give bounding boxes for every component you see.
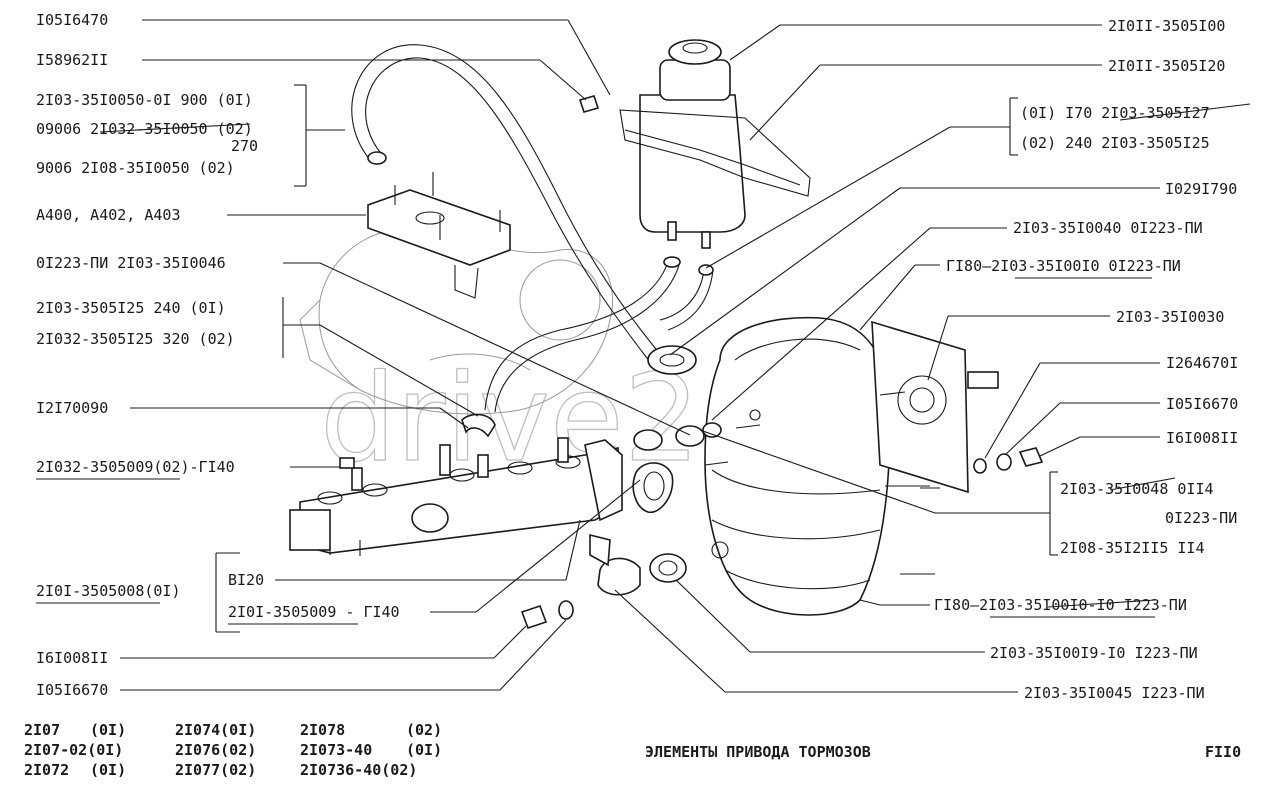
label-clamp: I2I70090 <box>36 399 108 417</box>
model-r2-c5: (0I) <box>406 741 442 759</box>
model-r3-c1: 2I072 <box>24 761 69 779</box>
diagram-caption: ЭЛЕМЕНТЫ ПРИВОДА ТОРМОЗОВ <box>645 743 871 761</box>
small-parts <box>461 95 1044 630</box>
label-filter-b: 09006 2I032-35I0050 (02) <box>36 120 253 138</box>
model-r1-c4: 2I078 <box>300 721 345 739</box>
label-washer-right: I05I6670 <box>1166 395 1238 413</box>
brake-booster <box>704 316 999 616</box>
label-I029I790: I029I790 <box>1165 180 1237 198</box>
label-filter-c: 270 <box>231 137 258 155</box>
label-gi80: ГI80—2I03-35I00I0 0I223-ПИ <box>946 257 1181 275</box>
strike-marks <box>99 103 1251 608</box>
model-r3-c2: (0I) <box>90 761 126 779</box>
master-cylinder <box>289 437 623 556</box>
model-r1-c3: 2I074(0I) <box>175 721 256 739</box>
right-labels: 2I0II-3505I00 2I0II-3505I20 (0I) I70 2I0… <box>934 17 1238 702</box>
page-number: FII0 <box>1205 743 1241 761</box>
label-I264670I: I264670I <box>1166 354 1238 372</box>
fluid-reservoir <box>619 39 811 249</box>
left-labels: I05I6470 I58962II 2I03-35I0050-0I 900 (0… <box>36 11 400 699</box>
label-I05I6470: I05I6470 <box>36 11 108 29</box>
label-seal-b: 0I223-ПИ <box>1165 509 1237 527</box>
label-mc-02: 2I032-3505009(02)-ГI40 <box>36 458 235 476</box>
footer-models: 2I07 (0I) 2I074(0I) 2I078 (02) 2I07-02(0… <box>24 721 442 779</box>
label-gi80b: ГI80—2I03-35I00I0-I0 I223-ПИ <box>934 596 1187 614</box>
model-r2-c1: 2I07-02(0I) <box>24 741 123 759</box>
label-seal-a: 2I03-35I0048 0II4 <box>1060 480 1214 498</box>
leader-lines <box>120 19 1160 693</box>
label-hose-b: 2I032-3505I25 320 (02) <box>36 330 235 348</box>
label-reservoir: 2I0II-3505I00 <box>1108 17 1225 35</box>
label-hose-a: 2I03-3505I25 240 (0I) <box>36 299 226 317</box>
label-valve: 2I03-35I0040 0I223-ПИ <box>1013 219 1203 237</box>
label-filter-d: 9006 2I08-35I0050 (02) <box>36 159 235 177</box>
vacuum-hose-long <box>351 44 666 367</box>
model-r1-c2: (0I) <box>90 721 126 739</box>
label-washer-left: I05I6670 <box>36 681 108 699</box>
label-fitting: 2I03-35I0045 I223-ПИ <box>1024 684 1205 702</box>
model-r2-c4: 2I073-40 <box>300 741 372 759</box>
label-cap: 2I0II-3505I20 <box>1108 57 1225 75</box>
model-r1-c1: 2I07 <box>24 721 60 739</box>
label-0I223-046: 0I223-ПИ 2I03-35I0046 <box>36 254 226 272</box>
label-nut-left: I6I008II <box>36 649 108 667</box>
label-nut-right: I6I008II <box>1166 429 1238 447</box>
label-A400: А400, А402, А403 <box>36 206 181 224</box>
label-res-hose-b: (02) 240 2I03-3505I25 <box>1020 134 1210 152</box>
label-BI20: BI20 <box>228 571 264 589</box>
model-r3-c3: 2I077(02) <box>175 761 256 779</box>
label-seal-c: 2I08-35I2II5 II4 <box>1060 539 1205 557</box>
model-r1-c5: (02) <box>406 721 442 739</box>
model-r2-c3: 2I076(02) <box>175 741 256 759</box>
label-mc-01b: 2I0I-3505009 - ГI40 <box>228 603 400 621</box>
label-booster: 2I03-35I0030 <box>1116 308 1224 326</box>
label-filter-a: 2I03-35I0050-0I 900 (0I) <box>36 91 253 109</box>
label-I58962II: I58962II <box>36 51 108 69</box>
reservoir-hoses <box>484 256 714 413</box>
label-mc-01: 2I0I-3505008(0I) <box>36 582 181 600</box>
model-r3-c4: 2I0736-40(02) <box>300 761 417 779</box>
label-grommet: 2I03-35I00I9-I0 I223-ПИ <box>990 644 1198 662</box>
label-res-hose-a: (0I) I70 2I03-3505I27 <box>1020 104 1210 122</box>
mounting-bracket <box>367 172 511 299</box>
